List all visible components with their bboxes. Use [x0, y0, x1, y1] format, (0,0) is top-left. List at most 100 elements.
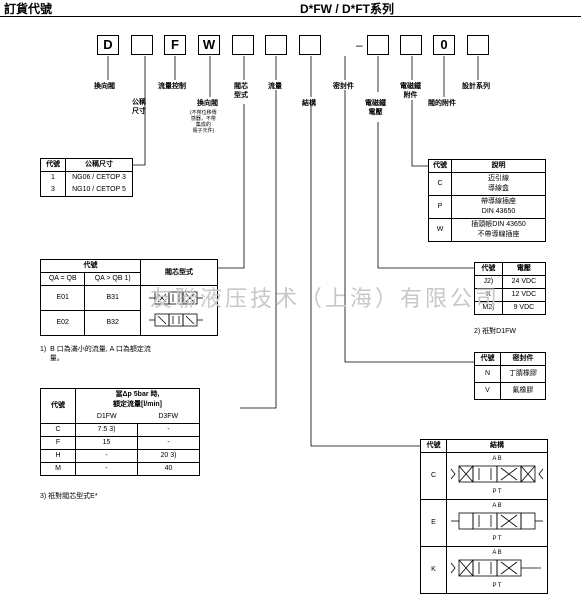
size-header-size: 公稱尺寸	[65, 158, 133, 172]
spool-type-table: 代號 閥芯型式 QA = QB QA > QB 1) E01 B31	[39, 259, 218, 336]
flow-d3-c: -	[137, 423, 200, 437]
accessory-desc-w: 插頭帳DIN 43650 不帶導線插座	[451, 218, 546, 242]
code-box-6	[265, 35, 287, 55]
structure-table: 代號 結構 C A B P T E A B	[420, 439, 548, 594]
code-box-8	[367, 35, 389, 55]
structure-header-type: 結構	[446, 439, 548, 453]
table-row: W 插頭帳DIN 43650 不帶導線插座	[428, 218, 546, 242]
flow-sub-d3fw: D3FW	[137, 411, 200, 424]
code-box-2	[131, 35, 153, 55]
size-header-code: 代號	[40, 158, 66, 172]
table-row: M2) 9 VDC	[474, 301, 547, 315]
code-box-3: F	[164, 35, 186, 55]
label-flow-control: 流量控制	[158, 83, 186, 90]
port-label-pt: P T	[492, 536, 502, 542]
label-valve-accessory: 閥的附件	[428, 100, 456, 107]
flow-d3-f: -	[137, 436, 200, 450]
voltage-code-m: M2)	[474, 301, 503, 315]
flow-footnote: 3) 祇對閥芯型式E*	[40, 493, 98, 500]
voltage-header-value: 電壓	[501, 262, 547, 276]
spool-footnote: 1) B 口為滿小的流量, A 口為額定流 量。	[40, 346, 151, 362]
port-label-pt: P T	[492, 489, 502, 495]
table-row: C A B P T	[420, 452, 548, 500]
table-row: E A B P T	[420, 499, 548, 547]
spool-code-e01: E01	[39, 285, 86, 311]
label-solenoid-voltage: 電磁鐵 電壓	[365, 100, 386, 116]
table-row: V 氟橡膠	[474, 382, 547, 400]
voltage-header-code: 代號	[474, 262, 503, 276]
seal-value-nbr: 丁腈橡膠	[499, 365, 547, 383]
table-row: K A B P T	[420, 546, 548, 594]
flow-d1-h: -	[75, 449, 138, 463]
flow-code-m: M	[40, 462, 76, 476]
accessory-code-c: C	[428, 172, 452, 196]
spool-sub-equal: QA = QB	[39, 272, 86, 286]
label-directional-valve: 換向閥	[94, 83, 115, 90]
seal-table: 代號 密封件 N 丁腈橡膠 V 氟橡膠	[474, 352, 547, 400]
spool-header-code: 代號	[40, 259, 141, 273]
voltage-value-12: 12 VDC	[501, 288, 547, 302]
header-rule	[0, 16, 581, 17]
port-label-ab: A B	[492, 456, 502, 462]
table-row: 3 NG10 / CETOP 5	[40, 184, 133, 197]
flow-code-c: C	[40, 423, 76, 437]
code-box-10: 0	[433, 35, 455, 55]
table-row: E02 B32	[39, 310, 218, 336]
accessory-code-w: W	[428, 218, 452, 242]
flow-sub-d1fw: D1FW	[75, 411, 138, 424]
nominal-size-table: 代號 公稱尺寸 1 NG06 / CETOP 3 3 NG10 / CETOP …	[40, 158, 133, 197]
label-nominal-size: 公稱 尺寸	[132, 99, 146, 115]
spool-code-e02: E02	[39, 310, 86, 336]
seal-header-code: 代號	[474, 352, 501, 366]
structure-code-e: E	[420, 499, 447, 547]
port-label-ab: A B	[492, 503, 502, 509]
table-row: H - 20 3)	[40, 449, 200, 463]
flow-d1-f: 15	[75, 436, 138, 450]
code-box-9	[400, 35, 422, 55]
valve-symbol-icon	[450, 465, 544, 483]
accessory-desc-c: 迈引線 導線盒	[451, 172, 546, 196]
solenoid-accessory-table: 代號 說明 C 迈引線 導線盒 P 帶導線插座 DIN 43650 W 插頭帳D…	[428, 159, 546, 242]
table-row: F 15 -	[40, 436, 200, 450]
flow-d1-c: 7.5 3)	[75, 423, 138, 437]
table-row: C 7.5 3) -	[40, 423, 200, 437]
voltage-value-9: 9 VDC	[501, 301, 547, 315]
table-row: N 丁腈橡膠	[474, 365, 547, 383]
voltage-value-24: 24 VDC	[501, 275, 547, 289]
spool-code-b31: B31	[84, 285, 141, 311]
code-box-5	[232, 35, 254, 55]
table-row: 1 NG06 / CETOP 3	[40, 171, 133, 184]
accessory-code-p: P	[428, 195, 452, 219]
voltage-footnote: 2) 祇對D1FW	[474, 328, 516, 335]
port-label-ab: A B	[492, 550, 502, 556]
seal-value-fkm: 氟橡膠	[499, 382, 547, 400]
port-label-pt: P T	[492, 583, 502, 589]
label-directional-valve-note: (不帶位移傳 感器，不帶 集成的 電子元件)	[190, 110, 217, 134]
flow-header-code: 代號	[40, 388, 76, 424]
flow-code-h: H	[40, 449, 76, 463]
spool-symbol-icon	[149, 291, 203, 326]
flow-d1-m: -	[75, 462, 138, 476]
code-dash: –	[356, 38, 363, 52]
accessory-desc-p: 帶導線插座 DIN 43650	[451, 195, 546, 219]
size-code-3: 3	[40, 184, 66, 197]
flow-d3-h: 20 3)	[137, 449, 200, 463]
table-row: M - 40	[40, 462, 200, 476]
code-box-7	[299, 35, 321, 55]
order-code-title: 訂貨代號	[4, 2, 53, 16]
label-directional-valve-2: 換向閥	[197, 100, 218, 107]
flow-code-f: F	[40, 436, 76, 450]
structure-symbol-e: A B P T	[446, 499, 548, 547]
flow-header-main: 當Δp 5bar 時, 額定流量[l/min]	[75, 388, 200, 411]
label-solenoid-accessory: 電磁鐵 附件	[400, 83, 421, 99]
watermark: 友聯液压技术（上海）有限公司	[150, 286, 501, 311]
valve-symbol-icon	[451, 512, 543, 530]
valve-symbol-icon	[450, 559, 541, 577]
code-box-1: D	[97, 35, 119, 55]
structure-symbol-k: A B P T	[446, 546, 548, 594]
accessory-header-desc: 說明	[451, 159, 546, 173]
label-seal: 密封件	[333, 83, 354, 90]
structure-code-c: C	[420, 452, 447, 500]
code-box-4: W	[198, 35, 220, 55]
